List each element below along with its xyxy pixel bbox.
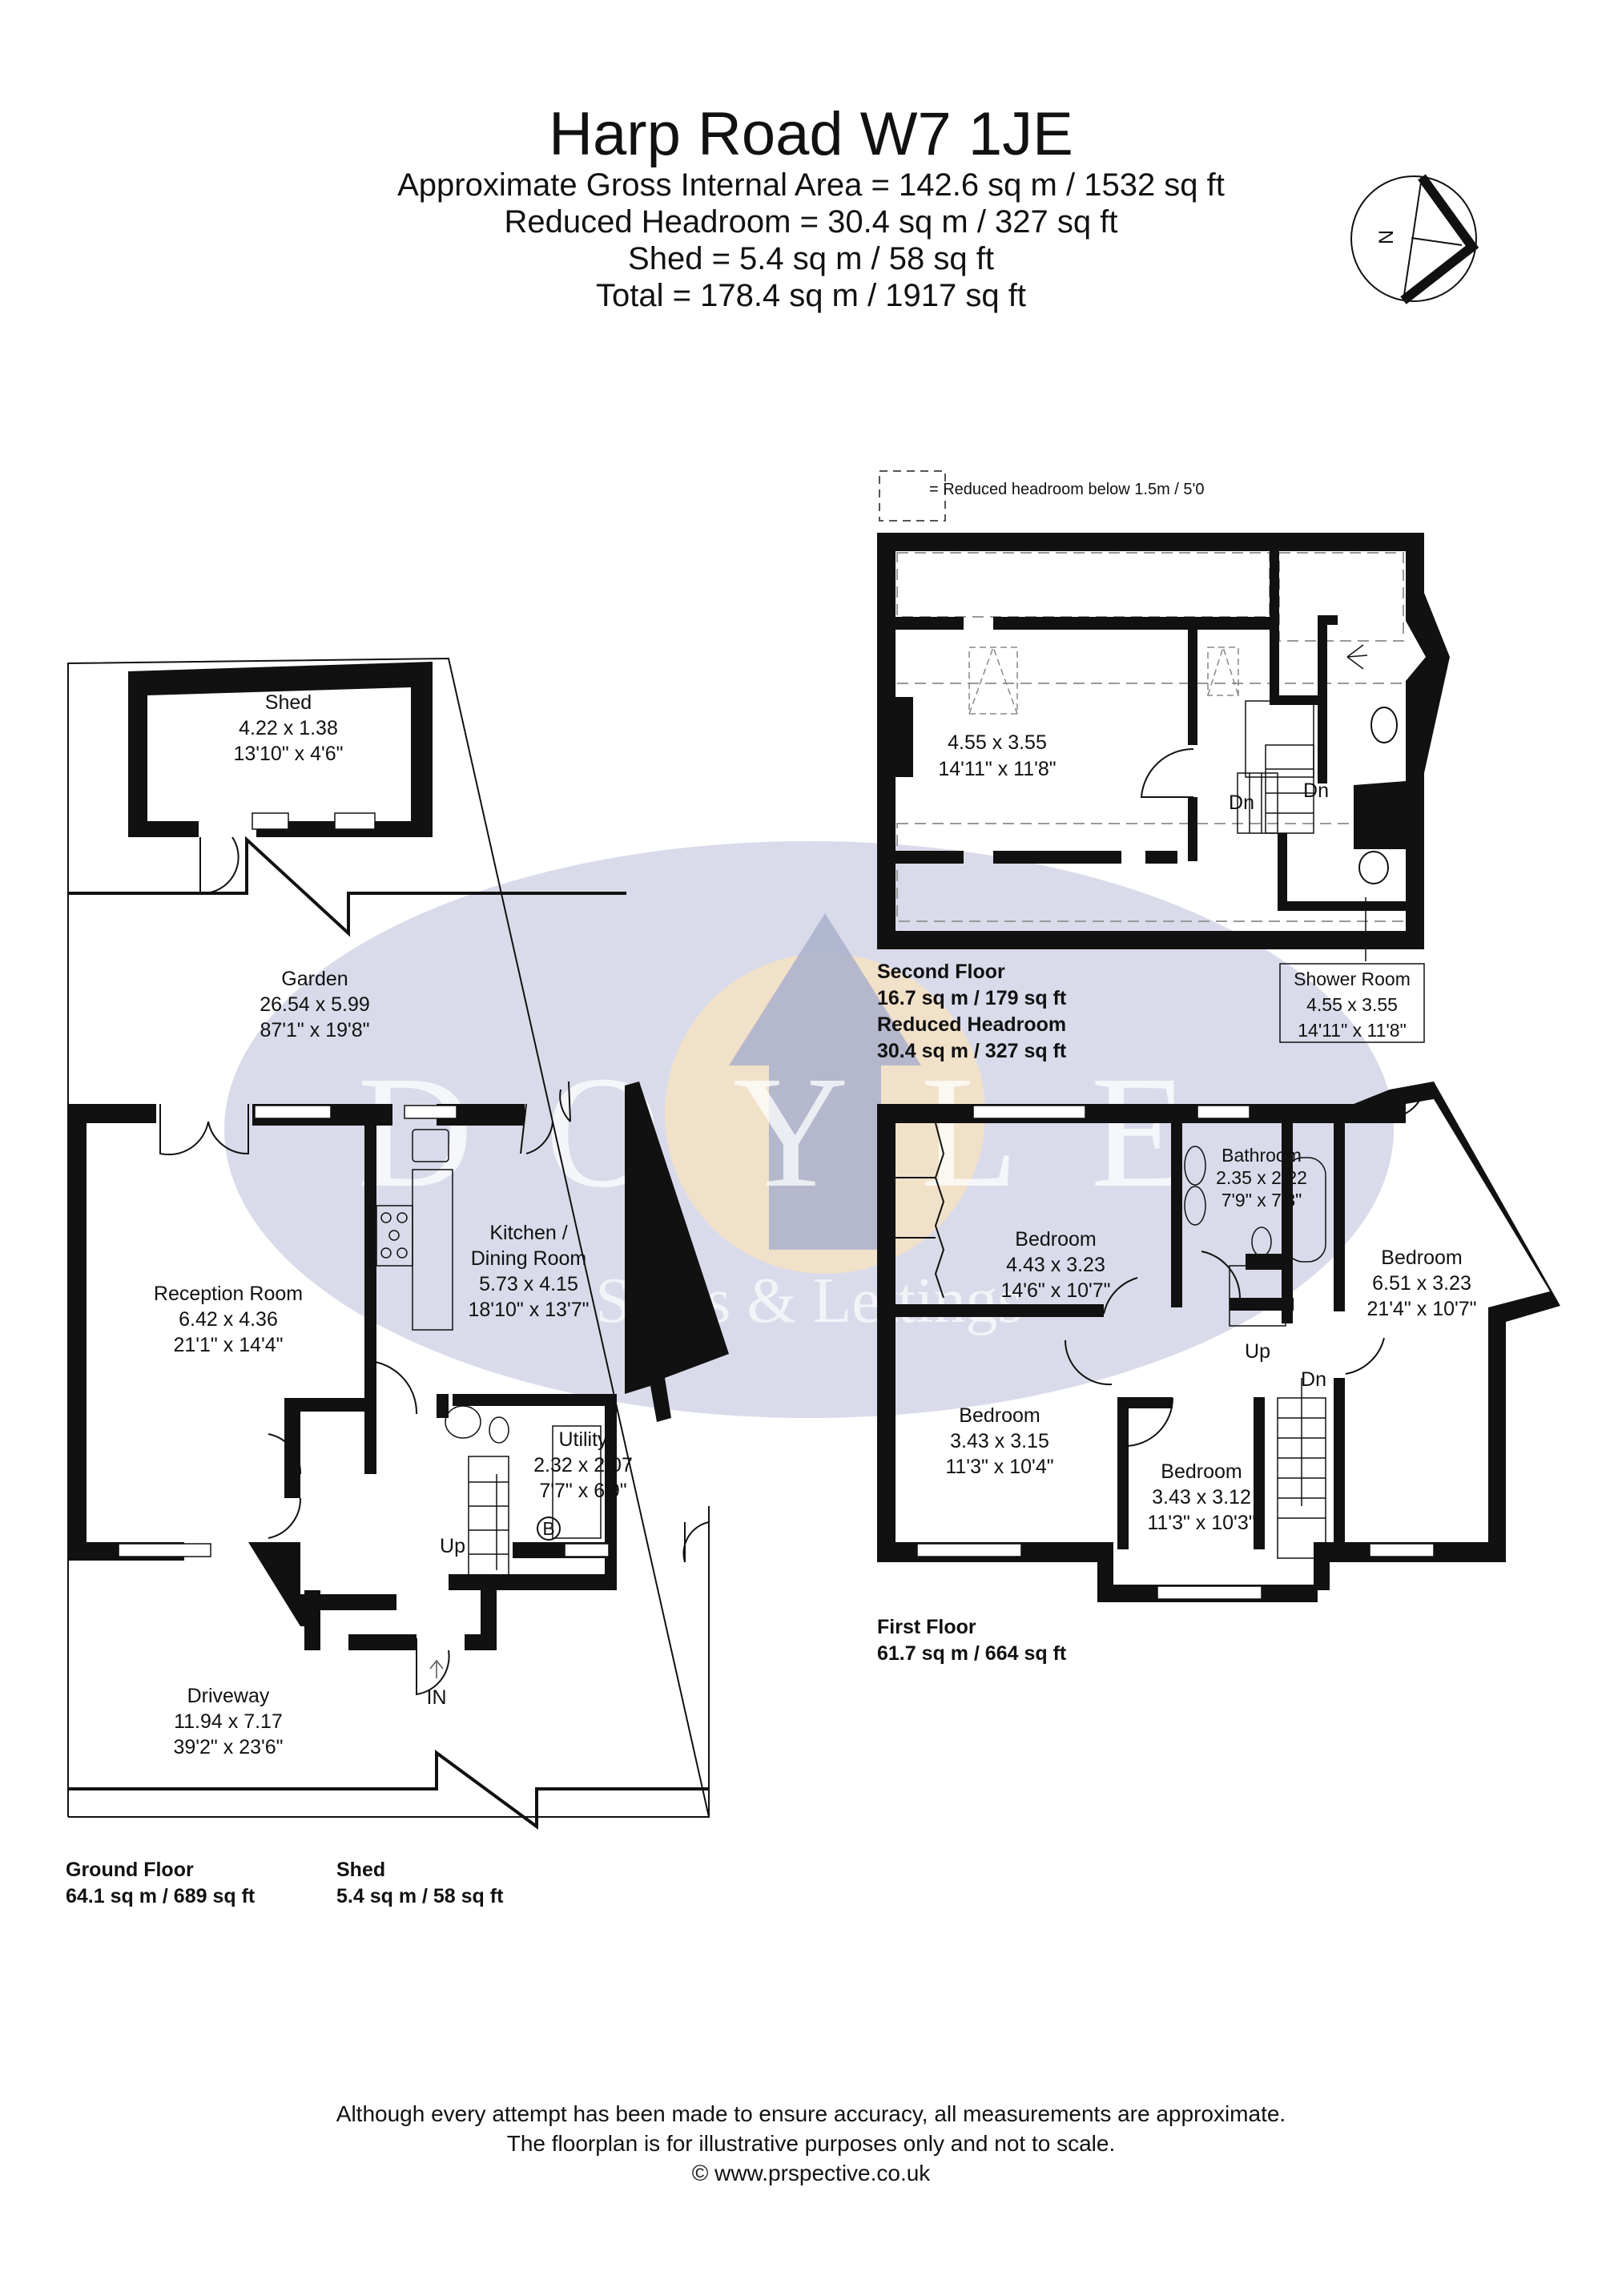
bedroom-1-imperial: 14'6" x 10'7"	[1000, 1279, 1110, 1302]
garden-name: Garden	[281, 968, 348, 990]
bedroom-2-imperial: 21'4" x 10'7"	[1366, 1298, 1476, 1320]
total-area: Total = 178.4 sq m / 1917 sq ft	[596, 278, 1026, 313]
bathroom-imperial: 7'9" x 7'3"	[1222, 1190, 1302, 1210]
boiler-icon	[537, 1517, 561, 1541]
bedroom-4-metric: 3.43 x 3.12	[1152, 1486, 1251, 1509]
bedroom-3-name: Bedroom	[959, 1404, 1040, 1427]
ground-floor-area: 64.1 sq m / 689 sq ft	[66, 1885, 256, 1907]
entrance-arrow-icon	[429, 1659, 444, 1678]
reduced-headroom-area: Reduced Headroom = 30.4 sq m / 327 sq ft	[504, 204, 1118, 240]
reception-room-name: Reception Room	[154, 1283, 303, 1305]
second-floor-plan: 4.55 x 3.55 14'11" x 11'8" Dn Dn Shower …	[877, 533, 1450, 1043]
second-floor-label: Second Floor 16.7 sq m / 179 sq ft Reduc…	[877, 959, 1066, 1065]
north-arrow-icon: N	[1350, 174, 1479, 304]
utility-metric: 2.32 x 2.07	[533, 1454, 633, 1476]
second-floor-room-metric: 4.55 x 3.55	[948, 731, 1047, 754]
shower-room-name: Shower Room	[1294, 969, 1411, 989]
utility-imperial: 7'7" x 6'9"	[539, 1480, 626, 1502]
bedroom-2-name: Bedroom	[1381, 1247, 1462, 1269]
watermark: DOYLE Sales & Lettings	[224, 841, 1394, 1418]
stairs-up-label: Up	[1245, 1340, 1270, 1363]
second-floor-area: 16.7 sq m / 179 sq ft	[877, 987, 1067, 1009]
reception-room-imperial: 21'1" x 14'4"	[173, 1334, 283, 1356]
watermark-house-icon	[729, 913, 921, 1250]
ground-floor-label: Ground Floor 64.1 sq m / 689 sq ft	[66, 1857, 255, 1910]
ground-floor-plan: B IN Up Garden 26.54 x 5.99 87'1" x 19'8…	[67, 657, 729, 1830]
bedroom-3-imperial: 11'3" x 10'4"	[945, 1456, 1053, 1478]
stairs-down-label: Dn	[1301, 1368, 1326, 1391]
copyright-link[interactable]: © www.prspective.co.uk	[691, 2161, 931, 2185]
bedroom-4-imperial: 11'3" x 10'3"	[1147, 1512, 1255, 1534]
stairs-down-label: Dn	[1303, 779, 1329, 802]
watermark-brand: DOYLE	[357, 1044, 1261, 1221]
second-floor-room-imperial: 14'11" x 11'8"	[938, 758, 1056, 780]
shed-floor-area: 5.4 sq m / 58 sq ft	[336, 1885, 504, 1907]
kitchen-name: Kitchen /	[489, 1222, 567, 1244]
entrance-label: IN	[427, 1686, 447, 1709]
ground-floor-name: Ground Floor	[66, 1859, 194, 1881]
first-floor-area: 61.7 sq m / 664 sq ft	[877, 1642, 1067, 1665]
shower-room-imperial: 14'11" x 11'8"	[1298, 1020, 1407, 1041]
shed-floor-name: Shed	[336, 1859, 386, 1881]
legend-text: = Reduced headroom below 1.5m / 5'0	[929, 481, 1205, 498]
first-floor-plan: Bedroom 4.43 x 3.23 14'6" x 10'7" Bathro…	[877, 1082, 1560, 1602]
kitchen-imperial: 18'10" x 13'7"	[468, 1299, 589, 1321]
utility-name: Utility	[558, 1428, 608, 1451]
bedroom-3-metric: 3.43 x 3.15	[950, 1430, 1049, 1452]
compass-label: N	[1375, 230, 1398, 244]
shed-name: Shed	[265, 691, 312, 714]
stairs-down-label: Dn	[1229, 792, 1254, 814]
reduced-headroom-value: 30.4 sq m / 327 sq ft	[877, 1040, 1067, 1062]
shed-floor-label: Shed 5.4 sq m / 58 sq ft	[336, 1857, 503, 1910]
shed-area: Shed = 5.4 sq m / 58 sq ft	[628, 241, 994, 276]
shower-room-callout	[1279, 963, 1425, 1043]
garden-metric: 26.54 x 5.99	[260, 993, 370, 1016]
shed-metric: 4.22 x 1.38	[239, 717, 338, 739]
gross-internal-area: Approximate Gross Internal Area = 142.6 …	[397, 167, 1225, 203]
disclaimer-line-1: Although every attempt has been made to …	[336, 2101, 1286, 2126]
stairs-up-label: Up	[440, 1535, 465, 1557]
kitchen-metric: 5.73 x 4.15	[479, 1273, 578, 1295]
first-floor-name: First Floor	[877, 1616, 976, 1638]
kitchen-name-2: Dining Room	[471, 1247, 587, 1270]
shed-imperial: 13'10" x 4'6"	[233, 743, 343, 765]
driveway-imperial: 39'2" x 23'6"	[173, 1736, 283, 1758]
bedroom-4-name: Bedroom	[1161, 1460, 1242, 1483]
garden-imperial: 87'1" x 19'8"	[260, 1019, 369, 1041]
reception-room-metric: 6.42 x 4.36	[179, 1308, 278, 1331]
reduced-headroom-label: Reduced Headroom	[877, 1013, 1067, 1036]
second-floor-name: Second Floor	[877, 961, 1005, 983]
dashed-box-icon	[879, 470, 946, 522]
bedroom-2-metric: 6.51 x 3.23	[1372, 1272, 1471, 1295]
bedroom-1-name: Bedroom	[1015, 1228, 1096, 1251]
boiler-label: B	[542, 1518, 554, 1539]
page-title: Harp Road W7 1JE	[549, 100, 1073, 168]
disclaimer-line-2: The floorplan is for illustrative purpos…	[506, 2131, 1116, 2156]
bedroom-1-metric: 4.43 x 3.23	[1006, 1254, 1105, 1276]
bathroom-metric: 2.35 x 2.22	[1216, 1167, 1307, 1188]
driveway-metric: 11.94 x 7.17	[174, 1710, 283, 1733]
shower-room-metric: 4.55 x 3.55	[1306, 994, 1398, 1015]
driveway-name: Driveway	[187, 1685, 270, 1707]
bathroom-name: Bathroom	[1222, 1145, 1302, 1166]
first-floor-label: First Floor 61.7 sq m / 664 sq ft	[877, 1614, 1066, 1667]
